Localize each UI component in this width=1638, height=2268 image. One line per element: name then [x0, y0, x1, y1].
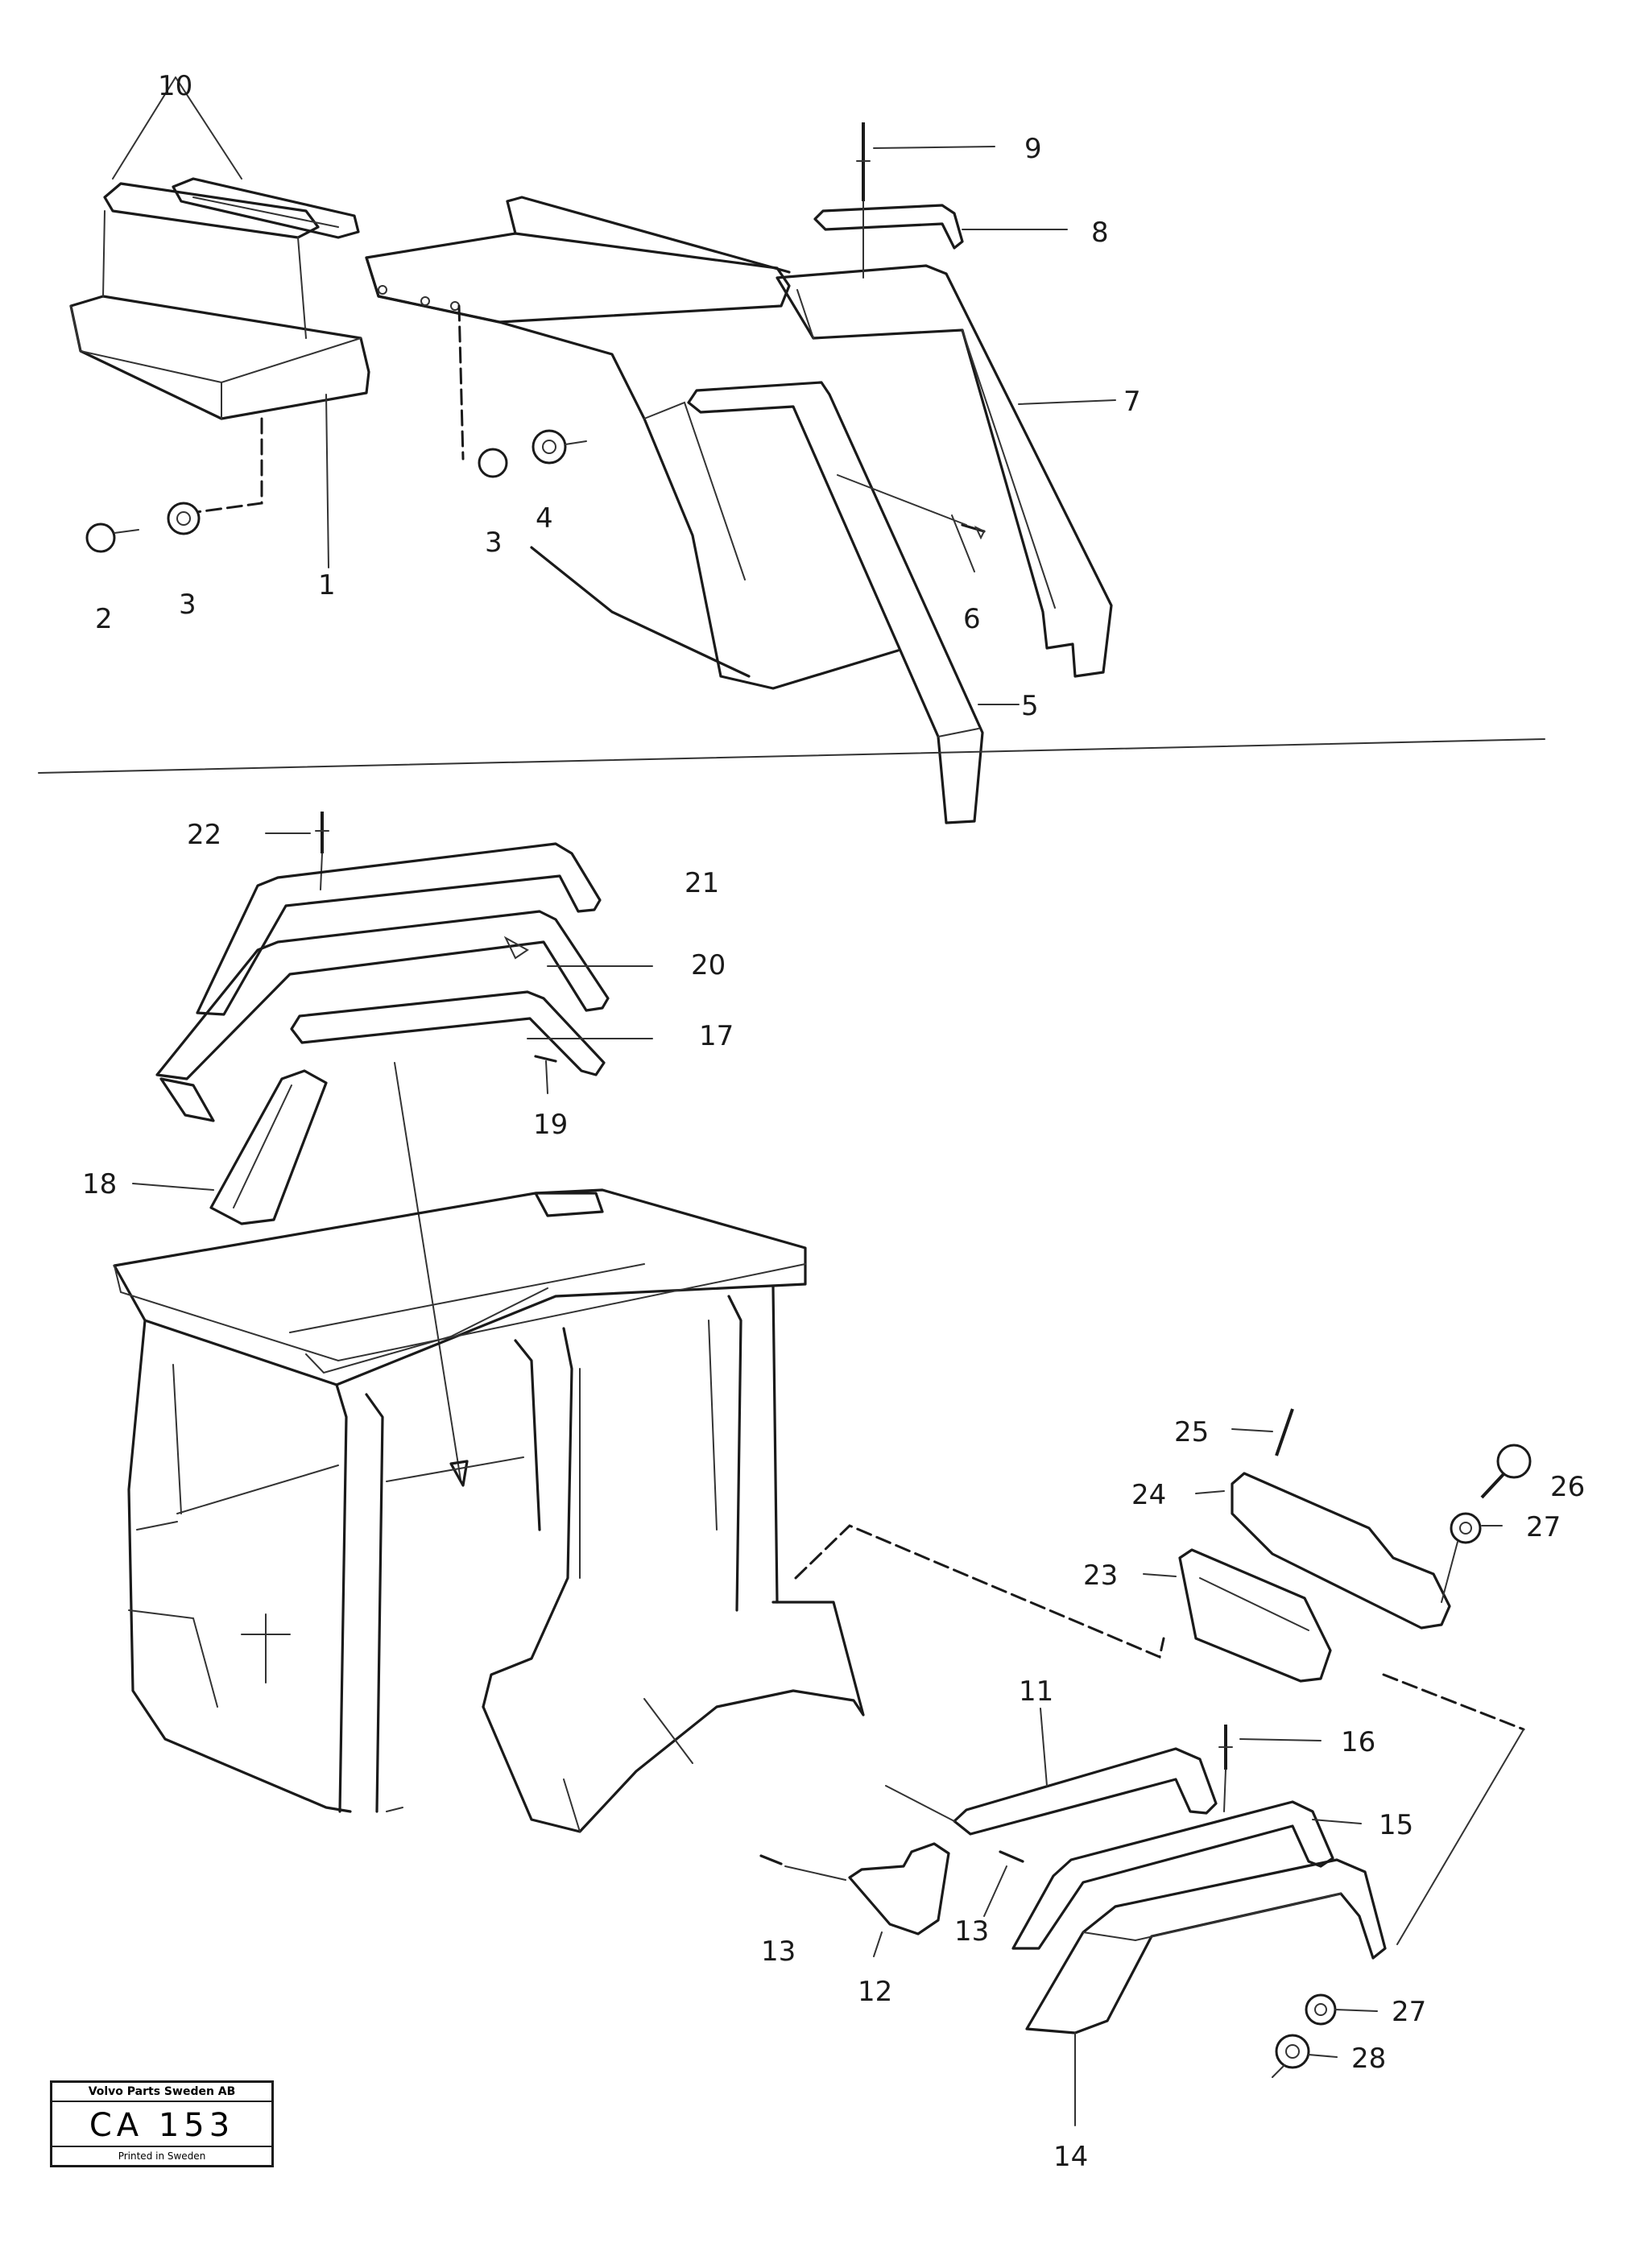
part-13-pin-left [759, 1854, 783, 1865]
callout-4: 4 [536, 502, 553, 535]
callout-14: 14 [1053, 2141, 1088, 2173]
part-20-trim [155, 910, 610, 1080]
callout-6: 6 [963, 603, 981, 635]
cab-rear-housing [365, 232, 791, 324]
callout-13: 13 [954, 1915, 989, 1948]
part-18-bracket [209, 1069, 328, 1225]
upper-assembly [69, 76, 1116, 824]
callout-28: 28 [1351, 2043, 1386, 2075]
lower-right-assembly [759, 1408, 1532, 2126]
part-24-gasket [1231, 1472, 1451, 1630]
callout-11: 11 [1019, 1675, 1053, 1708]
stamp-code: CA 153 [89, 2107, 235, 2144]
cab-roof [113, 1188, 807, 1386]
part-27-washer [1450, 1512, 1482, 1544]
part-17-trim [290, 990, 606, 1076]
callout-8: 8 [1091, 217, 1109, 249]
part-13-pin-right [999, 1850, 1024, 1863]
callout-16: 16 [1341, 1726, 1375, 1758]
mounting-arrow [394, 1062, 461, 1481]
drawing-stamp: Volvo Parts Sweden AB CA 153 Printed in … [50, 2080, 274, 2167]
part-23-plate [1178, 1548, 1332, 1683]
stamp-header: Volvo Parts Sweden AB [52, 2083, 271, 2102]
part-3-washer-b [478, 448, 508, 478]
callout-3: 3 [179, 589, 196, 621]
callout-13: 13 [761, 1935, 796, 1968]
part-27-washer-b [1305, 1993, 1337, 2026]
callout-17: 17 [699, 1020, 734, 1052]
callout-27: 27 [1392, 1996, 1426, 2028]
part-10-trim-strip-right [172, 177, 360, 239]
fender-alignment-line-upper [794, 1524, 1165, 1659]
callout-26: 26 [1550, 1471, 1585, 1503]
part-12-bracket [848, 1842, 950, 1935]
callout-5: 5 [1021, 690, 1039, 722]
callout-20: 20 [691, 949, 726, 981]
callout-21: 21 [685, 867, 719, 899]
callout-9: 9 [1024, 133, 1042, 165]
part-26-bolt [1496, 1444, 1532, 1479]
callout-2: 2 [95, 603, 113, 635]
part-21-trim [196, 842, 602, 1016]
callout-18: 18 [82, 1168, 117, 1200]
callout-24: 24 [1131, 1479, 1166, 1511]
callout-19: 19 [533, 1109, 568, 1141]
section-divider [38, 738, 1545, 774]
callout-7: 7 [1123, 386, 1141, 418]
fender-alignment-line-lower [1382, 1673, 1525, 1731]
part-7-upright-bracket [776, 264, 1113, 678]
cab-body [113, 1188, 1525, 1945]
part-5-bracket [687, 381, 984, 824]
callout-27: 27 [1526, 1511, 1561, 1543]
part-1-box [69, 295, 370, 420]
callout-labels: 10 9 8 7 3 4 1 2 3 6 5 22 21 20 17 19 18… [82, 70, 1585, 2173]
part-11-trim [953, 1747, 1218, 1836]
part-8-clip [813, 204, 964, 250]
part-15-trim [1011, 1800, 1334, 1950]
callout-10: 10 [158, 70, 192, 102]
callout-1: 1 [318, 569, 336, 601]
callout-3: 3 [485, 527, 503, 559]
part-19-pin [534, 1055, 557, 1063]
callout-23: 23 [1083, 1560, 1118, 1592]
part-4-nut [532, 429, 567, 465]
part-28-nut [1275, 2034, 1310, 2069]
callout-15: 15 [1379, 1809, 1413, 1841]
part-10-trim-strip-left [103, 182, 320, 239]
stamp-footer: Printed in Sweden [52, 2146, 271, 2165]
roof-trim-assembly [132, 812, 653, 1487]
callout-22: 22 [187, 819, 221, 851]
part-2-screw [85, 523, 116, 553]
callout-12: 12 [858, 1976, 892, 2008]
part-14-fender [1025, 1858, 1387, 2035]
callout-25: 25 [1174, 1416, 1209, 1448]
part-3-washer [167, 502, 201, 535]
part-25-screw [1275, 1408, 1294, 1456]
